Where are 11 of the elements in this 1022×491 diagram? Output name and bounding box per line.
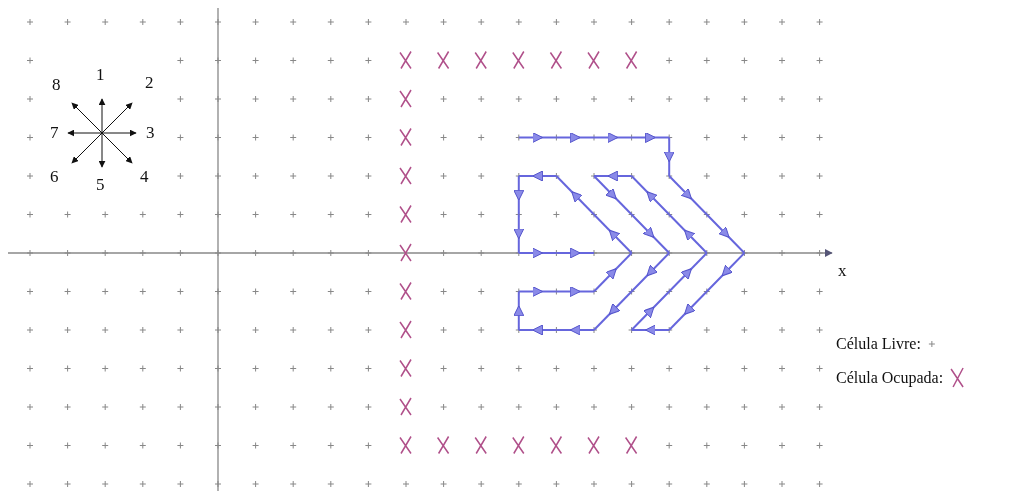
direction-number: 5: [96, 176, 105, 193]
direction-number: 1: [96, 66, 105, 83]
legend-label: Célula Ocupada:: [836, 370, 944, 386]
direction-number: 7: [50, 124, 59, 141]
axis-label: x: [838, 262, 847, 279]
direction-number: 3: [146, 124, 155, 141]
direction-number: 6: [50, 168, 59, 185]
direction-number: 8: [52, 76, 61, 93]
direction-number: 2: [145, 74, 154, 91]
direction-number: 4: [140, 168, 149, 185]
legend-label: Célula Livre:: [836, 336, 921, 352]
